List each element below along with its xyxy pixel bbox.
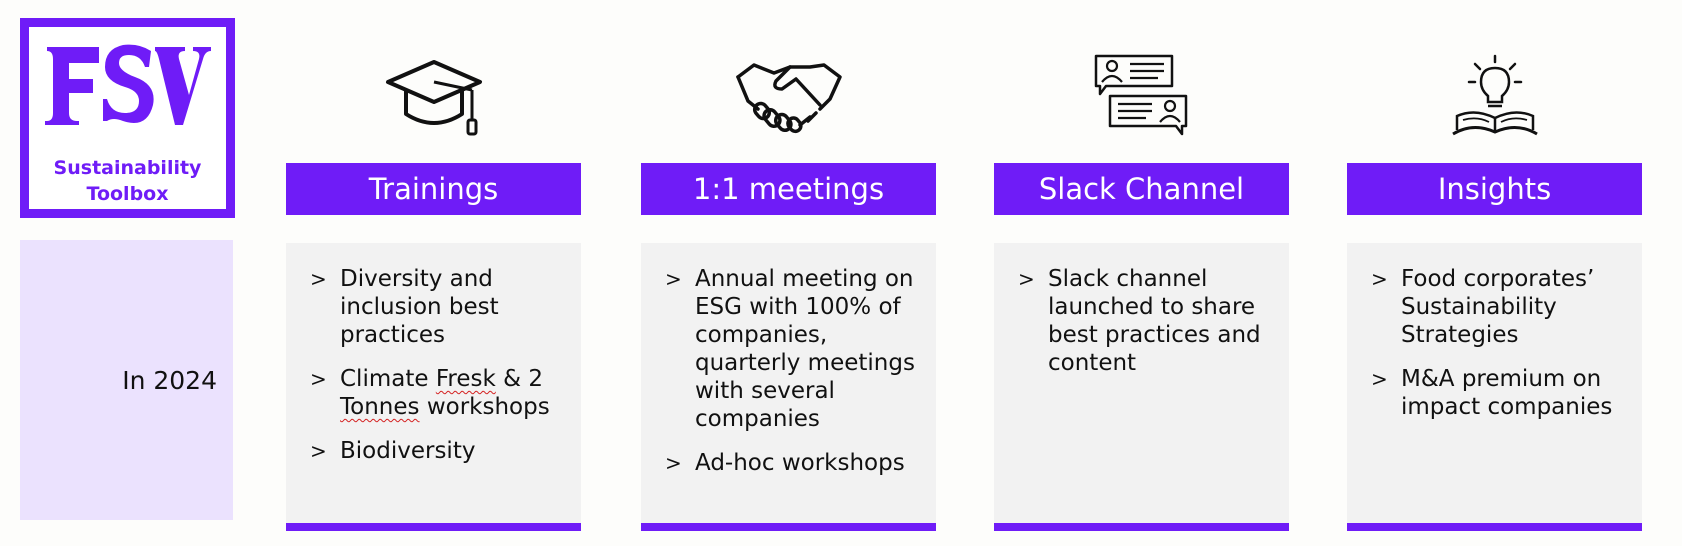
bullet-list: Food corporates’ Sustainability Strategi… xyxy=(1347,243,1642,421)
year-label: In 2024 xyxy=(122,366,217,395)
bullet-item: Ad-hoc workshops xyxy=(665,449,926,477)
bullet-text: Diversity and inclusion best practices xyxy=(340,266,499,348)
spellcheck-word: Fresk xyxy=(435,366,496,392)
column-title: Trainings xyxy=(286,163,581,215)
bullet-item: Climate Fresk & 2 Tonnes workshops xyxy=(310,365,571,421)
fsv-logo: Sustainability Toolbox xyxy=(20,18,235,218)
bullet-item: Annual meeting on ESG with 100% of compa… xyxy=(665,265,926,433)
bullet-item: Slack channel launched to share best pra… xyxy=(1018,265,1279,377)
handshake-icon xyxy=(735,63,842,134)
content-box: Slack channel launched to share best pra… xyxy=(994,243,1289,531)
bullet-list: Annual meeting on ESG with 100% of compa… xyxy=(641,243,936,477)
bullet-item: M&A premium on impact companies xyxy=(1371,365,1632,421)
bullet-text: Climate xyxy=(340,366,436,392)
graduation-cap-icon xyxy=(385,60,482,136)
bullet-list: Slack channel launched to share best pra… xyxy=(994,243,1289,377)
bullet-text: Biodiversity xyxy=(340,438,476,464)
bullet-text: & 2 xyxy=(495,366,543,392)
spellcheck-word: Tonnes xyxy=(340,394,420,420)
logo-subtitle: Sustainability Toolbox xyxy=(29,155,226,207)
year-panel: In 2024 xyxy=(20,240,233,520)
bullet-text: Food corporates’ Sustainability Strategi… xyxy=(1401,266,1595,348)
bullet-item: Biodiversity xyxy=(310,437,571,465)
icon-wrap xyxy=(994,50,1289,140)
chat-bubbles-icon xyxy=(1094,54,1187,136)
bullet-item: Diversity and inclusion best practices xyxy=(310,265,571,349)
logo-subtitle-line2: Toolbox xyxy=(86,183,169,205)
bullet-text: Annual meeting on ESG with 100% of compa… xyxy=(695,266,915,432)
content-box: Food corporates’ Sustainability Strategi… xyxy=(1347,243,1642,531)
lightbulb-book-icon xyxy=(1451,54,1538,136)
logo-subtitle-line1: Sustainability xyxy=(53,157,202,179)
bullet-text: M&A premium on impact companies xyxy=(1401,366,1613,420)
bullet-list: Diversity and inclusion best practices C… xyxy=(286,243,581,465)
column-title: Insights xyxy=(1347,163,1642,215)
column-title: 1:1 meetings xyxy=(641,163,936,215)
bullet-text: workshops xyxy=(419,394,550,420)
icon-wrap xyxy=(286,50,581,140)
bullet-text: Ad-hoc workshops xyxy=(695,450,905,476)
icon-wrap xyxy=(641,50,936,140)
icon-wrap xyxy=(1347,50,1642,140)
column-title: Slack Channel xyxy=(994,163,1289,215)
content-box: Diversity and inclusion best practices C… xyxy=(286,243,581,531)
bullet-item: Food corporates’ Sustainability Strategi… xyxy=(1371,265,1632,349)
content-box: Annual meeting on ESG with 100% of compa… xyxy=(641,243,936,531)
fsv-logo-mark xyxy=(45,44,211,125)
bullet-text: Slack channel launched to share best pra… xyxy=(1048,266,1261,376)
